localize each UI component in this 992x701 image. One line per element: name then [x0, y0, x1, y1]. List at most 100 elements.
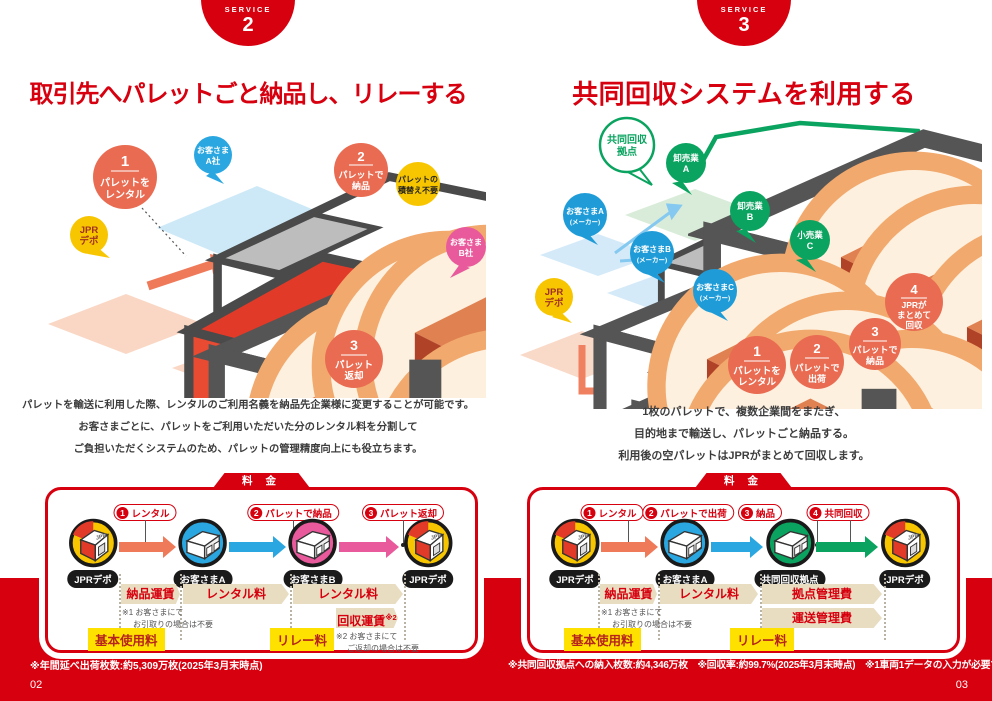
fee-box-service-3: 料 金 1 レンタル 2 パレットで出荷 3 納品 4 共同回収 JPRデポ: [527, 473, 960, 653]
page-title: 取引先へパレットごと納品し、リレーする: [29, 81, 468, 108]
service-number: 3: [738, 14, 750, 36]
no-restack-badge: パレットの 積替え不要: [396, 162, 440, 206]
svg-text:共同回収: 共同回収: [607, 133, 648, 146]
fee-box-service-2: 料 金 1 レンタル 2 パレットで納品 3 パレット返却 JPRデポ お客さま…: [45, 473, 478, 654]
page-number-left: 02: [30, 679, 43, 691]
svg-text:回収: 回収: [905, 320, 923, 330]
wholesale-a-label: 卸売業 A: [666, 143, 706, 195]
svg-text:(メーカー): (メーカー): [637, 256, 667, 264]
step-2-circle: 2 パレットで 出荷: [790, 335, 844, 389]
service-label: SERVICE: [224, 5, 272, 14]
svg-text:返却: 返却: [344, 370, 363, 382]
page-service-2: SERVICE 2 取引先へパレットごと納品し、リレーする: [21, 0, 486, 691]
service-2-description: パレットを輸送に利用した際、レンタルのご利用名義を納品先企業様に変更することが可…: [21, 400, 475, 455]
svg-text:拠点: 拠点: [617, 145, 637, 158]
svg-text:小売業: 小売業: [796, 230, 823, 240]
footer-note-left: ※年間延べ出荷枚数:約5,309万枚(2025年3月末時点): [30, 661, 263, 672]
svg-text:4: 4: [910, 282, 918, 297]
svg-text:B社: B社: [459, 248, 474, 258]
step-3-circle: 3 パレットで 納品: [849, 318, 901, 370]
svg-text:パレット: パレット: [335, 359, 373, 371]
page-service-3: SERVICE 3 共同回収システムを利用する: [496, 0, 992, 701]
relay-illustration: 1 パレットを レンタル 2 パレットで 納品 3 パレット 返却 JPR デポ: [48, 136, 486, 398]
svg-text:パレットで: パレットで: [852, 344, 897, 355]
svg-text:デポ: デポ: [79, 235, 99, 247]
charge-delivery-freight: 納品運賃※1: [121, 584, 180, 604]
basic-usage-fee-label: 基本使用料: [564, 628, 641, 651]
fee-node-customer-a: お客さまA: [173, 518, 233, 588]
svg-text:納品: 納品: [352, 180, 370, 191]
svg-text:パレットで: パレットで: [794, 362, 839, 373]
service-3-badge: SERVICE 3: [697, 0, 791, 46]
charge-rental: レンタル料: [660, 584, 758, 604]
fee-node-joint-recovery-hub: 共同回収拠点: [754, 518, 826, 588]
charge-transport-management: 運送管理費: [762, 608, 882, 628]
page-title: 共同回収システムを利用する: [572, 79, 916, 109]
step-2-circle: 2 パレットで 納品: [334, 143, 388, 197]
charge-rental-2: レンタル料: [293, 584, 403, 604]
svg-text:3: 3: [350, 337, 358, 353]
wholesale-b-label: 卸売業 B: [730, 191, 770, 243]
svg-text:卸売業: 卸売業: [673, 153, 699, 163]
svg-text:3: 3: [871, 324, 878, 339]
service-number: 2: [242, 14, 254, 36]
fee-node-jpr-depot: JPRデポ: [67, 518, 119, 588]
svg-text:C: C: [807, 241, 814, 251]
relay-fee-label: リレー料: [730, 628, 795, 651]
retail-c-label: 小売業 C: [790, 220, 830, 272]
charge-rental-1: レンタル料: [183, 584, 289, 604]
fee-node-jpr-depot: JPRデポ: [549, 518, 601, 588]
fee-note-2: ※2 お客さまにて ご返却の場合は不要: [336, 632, 419, 654]
svg-text:パレットを: パレットを: [733, 365, 781, 377]
joint-recovery-hub-bubble: 共同回収 拠点: [598, 116, 656, 186]
service-2-badge: SERVICE 2: [201, 0, 295, 46]
svg-text:JPRが: JPRが: [901, 300, 927, 310]
customer-a-label: お客さまA (メーカー): [563, 193, 607, 245]
basic-usage-fee-label: 基本使用料: [88, 628, 165, 651]
svg-text:デポ: デポ: [544, 297, 564, 309]
fee-step-1: 1 レンタル: [113, 504, 177, 521]
svg-text:1: 1: [753, 343, 761, 359]
fee-step-4: 4 共同回収: [806, 504, 870, 521]
svg-text:1: 1: [121, 153, 129, 170]
customer-b-label: お客さまB (メーカー): [630, 231, 674, 283]
customer-a-label: お客さま A社: [194, 136, 232, 184]
fee-node-customer-a: お客さまA: [655, 518, 715, 588]
svg-text:2: 2: [357, 149, 364, 164]
fee-note-1: ※1 お客さまにて お引取りの場合は不要: [122, 608, 213, 630]
fee-step-1: 1 レンタル: [580, 504, 644, 521]
svg-text:レンタル: レンタル: [105, 189, 145, 201]
relay-fee-label: リレー料: [270, 628, 335, 651]
step-4-circle: 4 JPRが まとめて 回収: [885, 273, 943, 331]
svg-text:JPR: JPR: [80, 225, 99, 236]
customer-c-label: お客さまC (メーカー): [693, 269, 737, 321]
step-3-circle: 3 パレット 返却: [325, 330, 383, 388]
svg-text:レンタル: レンタル: [738, 376, 777, 388]
svg-text:卸売業: 卸売業: [737, 201, 763, 211]
svg-text:出荷: 出荷: [808, 373, 826, 384]
svg-text:A: A: [683, 164, 690, 174]
charge-hub-management: 拠点管理費: [762, 584, 882, 604]
fee-node-jpr-depot-return: JPRデポ: [879, 518, 931, 588]
svg-text:JPR: JPR: [545, 287, 564, 298]
fee-note-1: ※1 お客さまにて お引取りの場合は不要: [601, 608, 692, 630]
charge-recovery-freight: 回収運賃※2: [336, 608, 398, 628]
service-3-description: 1枚のパレットで、複数企業間をまたぎ、 目的地まで輸送し、パレットごと納品する。…: [618, 406, 870, 462]
svg-text:2: 2: [813, 341, 820, 356]
fee-node-jpr-depot-return: JPRデポ: [402, 518, 454, 588]
svg-text:パレットを: パレットを: [100, 177, 150, 189]
jpr-depot-label: JPR デポ: [535, 278, 573, 323]
svg-text:納品: 納品: [866, 355, 884, 366]
svg-text:お客さまB: お客さまB: [633, 244, 671, 254]
fee-tab: 料 金: [211, 473, 312, 490]
svg-text:まとめて: まとめて: [897, 310, 931, 320]
svg-text:お客さま: お客さま: [197, 145, 229, 155]
svg-text:A社: A社: [206, 156, 221, 166]
svg-text:パレットの: パレットの: [398, 174, 438, 184]
joint-recovery-illustration: 共同回収 拠点 卸売業 A 卸売業 B 小売業 C お客さまA (メーカー): [520, 116, 982, 409]
svg-text:お客さまA: お客さまA: [566, 206, 604, 216]
charge-delivery-freight: 納品運賃※1: [600, 584, 657, 604]
jpr-depot-label: JPR デポ: [70, 216, 110, 258]
fee-step-2: 2 パレットで納品: [247, 504, 339, 521]
svg-text:お客さま: お客さま: [450, 237, 482, 247]
